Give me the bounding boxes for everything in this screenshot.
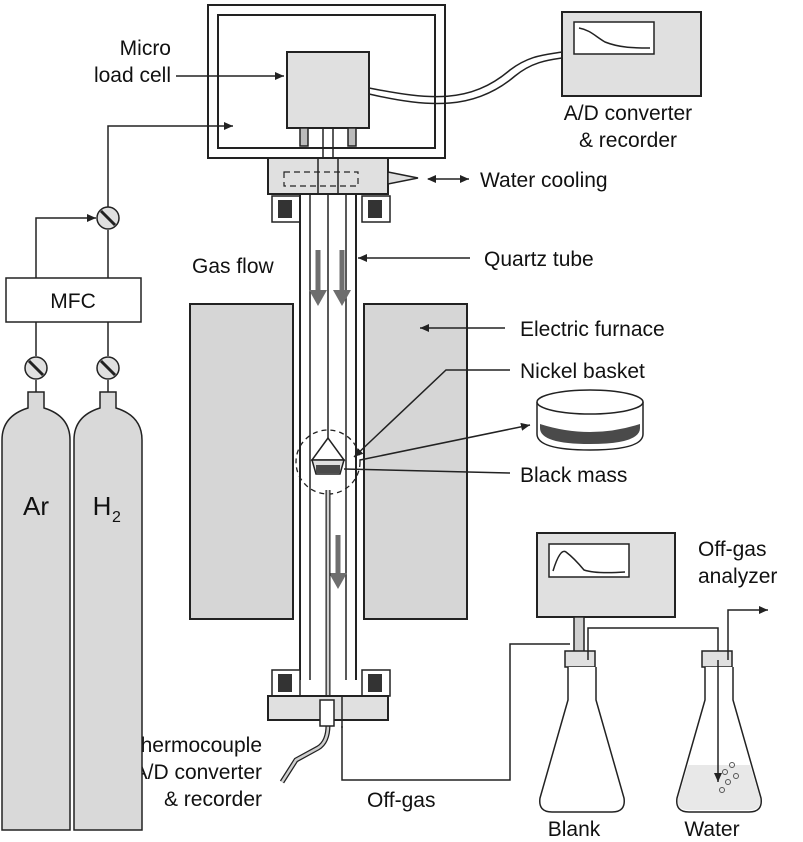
hydrogen-subscript: 2: [112, 509, 121, 526]
black-mass-pointer: [343, 468, 511, 474]
thermocouple-label: Thermocouple: [128, 734, 262, 757]
quartz-tube-label: Quartz tube: [484, 248, 594, 271]
furnace-right: [363, 303, 468, 620]
blank-label: Blank: [548, 818, 601, 841]
water-label: Water: [684, 818, 739, 841]
furnace-left: [189, 303, 294, 620]
offgas-line: [341, 643, 570, 781]
valve-icon: [96, 356, 120, 380]
mfc-box: [5, 277, 142, 323]
ad-recorder-label: & recorder: [579, 129, 677, 152]
load-cell-label: load cell: [94, 64, 171, 87]
nickel-basket-pointer: [353, 369, 510, 458]
quartz-tube: [299, 194, 357, 680]
offgas-analyzer-subtitle: analyzer: [698, 565, 777, 588]
micro-load-cell: [286, 51, 370, 129]
signal-cable: [368, 51, 563, 98]
valve-icon: [24, 356, 48, 380]
electric-furnace-label: Electric furnace: [520, 318, 665, 341]
micro-label: Micro: [120, 37, 171, 60]
thermocouple-converter-label: to A/D converter: [111, 761, 262, 784]
flask-connector: [587, 627, 719, 660]
hydrogen-label: H: [93, 491, 112, 521]
hydrogen-cylinder: [73, 391, 143, 831]
gas-flow-arrows: [309, 250, 351, 589]
nickel-basket-label: Nickel basket: [520, 360, 645, 383]
offgas-label: Off-gas: [367, 789, 435, 812]
argon-label: Ar: [23, 491, 49, 521]
offgas-analyzer-box: [536, 532, 676, 786]
black-mass-label: Black mass: [520, 464, 627, 487]
ad-converter-label: A/D converter: [564, 102, 692, 125]
thermocouple-recorder-label: & recorder: [164, 788, 262, 811]
gas-flow-label: Gas flow: [192, 255, 275, 278]
mfc-label: MFC: [50, 290, 96, 313]
offgas-analyzer-label: Off-gas: [698, 538, 766, 561]
argon-cylinder: [1, 391, 71, 831]
basket-zoom-circle: [295, 429, 361, 495]
enlarged-basket: [536, 389, 644, 451]
blank-flask: [539, 650, 625, 813]
gas-supply-line: [35, 122, 233, 392]
water-cooling-label: Water cooling: [480, 169, 608, 192]
water-cooling-flange: [267, 157, 419, 195]
upper-clamp: [271, 195, 391, 223]
lower-flange: [267, 669, 391, 728]
water-flask: [676, 606, 768, 813]
black-mass-sample: [316, 465, 340, 473]
zoom-arrow: [359, 422, 531, 461]
ad-converter-box: [561, 11, 702, 97]
valve-icon: [96, 206, 120, 230]
